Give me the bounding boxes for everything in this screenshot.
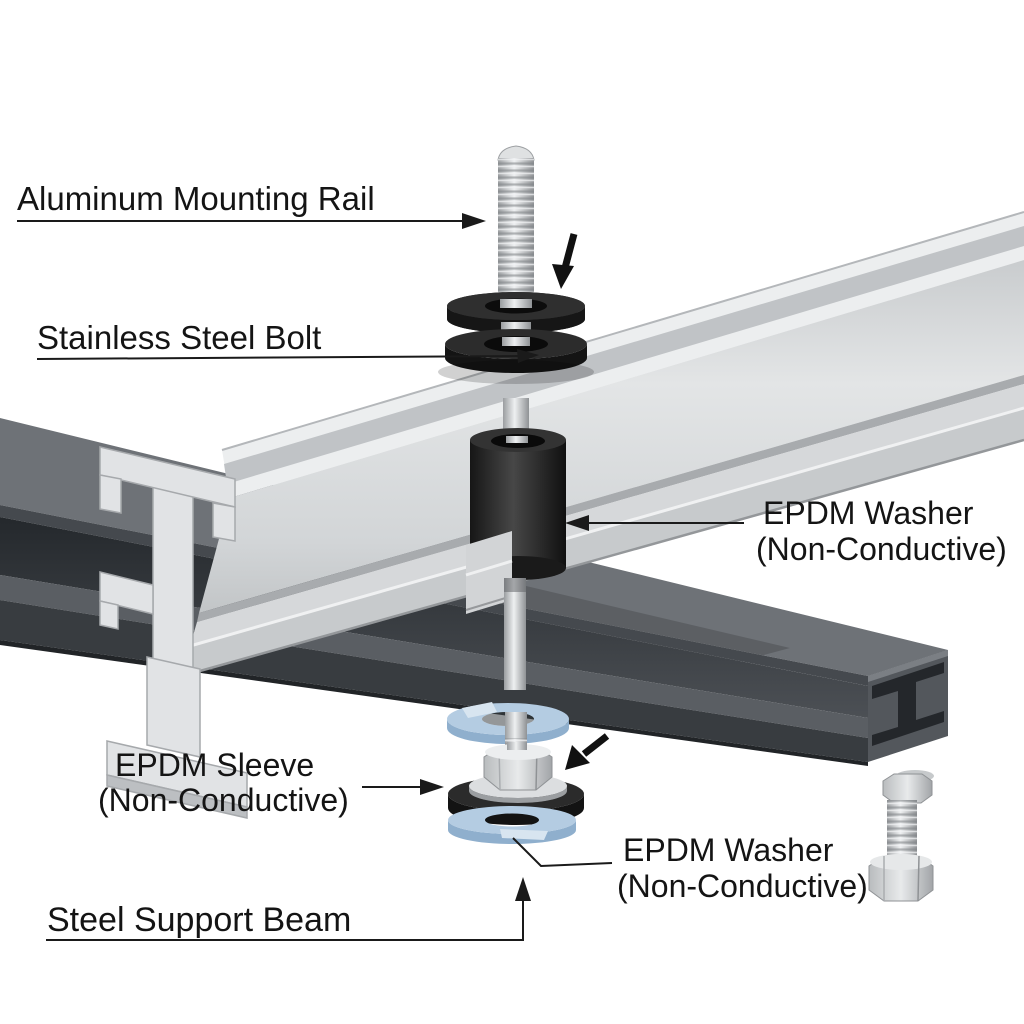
leader-sleeve [362, 779, 444, 795]
leader-washer-upper [565, 515, 744, 531]
beam-end-bolt [868, 770, 934, 902]
epdm-sleeve [465, 428, 566, 614]
label-epdm-washer-lower-line1: EPDM Washer [623, 832, 834, 868]
leader-washer-lower [512, 837, 613, 868]
rail-ledge-overlay [466, 531, 512, 614]
epdm-washer-top-lower [438, 322, 594, 384]
label-stainless-steel-bolt: Stainless Steel Bolt [37, 319, 321, 356]
label-epdm-washer-lower-line2: (Non-Conductive) [617, 868, 868, 904]
label-epdm-sleeve-line1: EPDM Sleeve [115, 747, 314, 783]
leader-rail [17, 213, 486, 229]
epdm-blue-washer-lower [448, 806, 576, 844]
aluminum-mounting-rail [181, 211, 1024, 678]
label-epdm-washer-upper-line1: EPDM Washer [763, 495, 974, 531]
arrow-down-bottom [565, 733, 610, 770]
leader-bolt [36, 349, 539, 363]
label-epdm-sleeve-line2: (Non-Conductive) [98, 782, 349, 818]
hex-nut [483, 742, 553, 791]
label-epdm-washer-upper-line2: (Non-Conductive) [756, 531, 1007, 567]
rail-profile-cross-section [99, 446, 248, 819]
label-steel-support-beam: Steel Support Beam [47, 901, 351, 939]
beam-end-face [868, 650, 948, 762]
arrow-down-top [552, 233, 578, 289]
label-aluminum-mounting-rail: Aluminum Mounting Rail [17, 180, 375, 217]
bolt-shaft-through-beam [504, 578, 526, 690]
epdm-washer-top-upper [447, 292, 585, 333]
leader-beam [46, 877, 531, 941]
